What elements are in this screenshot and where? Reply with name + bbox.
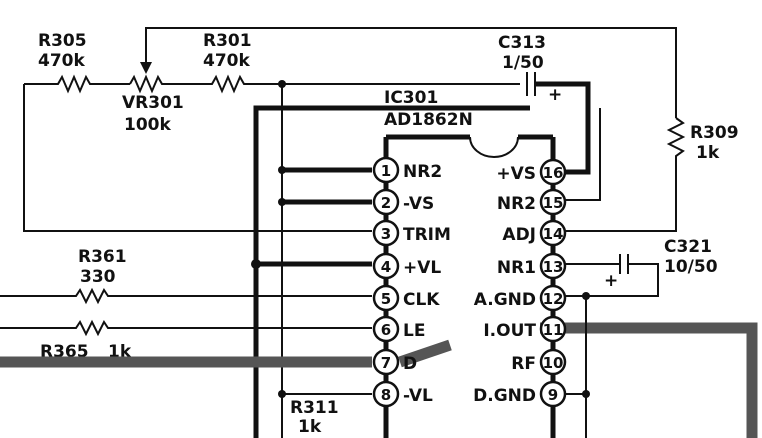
pin-number: 16	[543, 164, 564, 182]
r365-resistor	[0, 319, 372, 337]
r309-resistor	[553, 117, 686, 232]
pin-circle	[539, 284, 567, 312]
pin-circle	[372, 219, 400, 247]
wiper-arrow-icon	[140, 62, 152, 74]
r305-value: 470k	[38, 51, 85, 71]
right-pins: 16 +VS 15 NR2 14 ADJ 13 NR1 12 A.GND 11 …	[473, 158, 567, 408]
c313-ref: C313	[498, 33, 546, 53]
pin-circle	[539, 380, 567, 408]
ic-ref: IC301	[384, 88, 438, 108]
c313-value: 1/50	[502, 53, 544, 73]
junction-dgnd	[582, 390, 590, 398]
c313-capacitor	[526, 72, 536, 96]
wiper-wire	[145, 27, 677, 118]
pin-number: 11	[543, 321, 564, 339]
r361-resistor	[0, 287, 372, 305]
r309-ref: R309	[690, 123, 739, 143]
c313-to-pin16-wire	[535, 81, 591, 175]
c321-to-agnd-wire	[553, 263, 659, 297]
pin-label: TRIM	[403, 225, 451, 245]
pin-number: 2	[381, 194, 391, 212]
r361-ref: R361	[78, 247, 127, 267]
pin-number: 3	[381, 225, 391, 243]
c321-value: 10/50	[664, 257, 718, 277]
ic-part: AD1862N	[384, 110, 473, 130]
pin-number: 12	[543, 290, 564, 308]
pin-number: 4	[381, 258, 391, 276]
pin-label: RF	[511, 354, 536, 374]
pin-label: NR1	[497, 258, 536, 278]
c313-polarity: +	[548, 85, 562, 105]
pin-label: LE	[403, 321, 425, 341]
pin-circle	[372, 348, 400, 376]
pin-number: 10	[543, 354, 564, 372]
pin-circle	[539, 188, 567, 216]
r301-ref: R301	[203, 31, 252, 51]
pin-number: 9	[548, 386, 558, 404]
r361-value: 330	[80, 267, 116, 287]
pin-label: +VS	[496, 164, 536, 184]
junction-agnd	[582, 292, 590, 300]
pin-circle	[372, 380, 400, 408]
left-pins: 1 NR2 2 -VS 3 TRIM 4 +VL 5 CLK 6 LE 7 D …	[372, 156, 451, 408]
pin-label: A.GND	[474, 290, 536, 310]
pin-label: ADJ	[502, 225, 536, 245]
pin15-wire	[553, 108, 601, 201]
pin-circle	[372, 284, 400, 312]
c321-polarity: +	[604, 271, 618, 291]
pin-number: 5	[381, 290, 391, 308]
pin-circle	[372, 252, 400, 280]
highlighted-trace-d	[398, 339, 452, 368]
pin-label: D	[403, 354, 417, 374]
r301-value: 470k	[203, 51, 250, 71]
pin-circle	[539, 158, 567, 186]
pin-circle	[539, 348, 567, 376]
r309-value: 1k	[696, 143, 720, 163]
pin-circle	[372, 188, 400, 216]
vr301-value: 100k	[124, 115, 171, 135]
pin-label: -VL	[403, 386, 433, 406]
r311-ref: R311	[290, 398, 339, 418]
pin-number: 15	[543, 194, 564, 212]
pin-number: 13	[543, 258, 564, 276]
r301-resistor	[200, 74, 520, 94]
r305-resistor	[24, 74, 130, 94]
pin-number: 6	[381, 321, 391, 339]
pin-circle	[539, 252, 567, 280]
r311-value: 1k	[298, 417, 322, 437]
vr301-ref: VR301	[122, 93, 184, 113]
r305-ref: R305	[38, 31, 87, 51]
pin-circle	[539, 315, 567, 343]
junction-pin8	[278, 390, 286, 398]
pin-number: 7	[381, 354, 391, 372]
pin-number: 8	[381, 386, 391, 404]
pin-label: -VS	[403, 194, 434, 214]
pin-circle	[372, 315, 400, 343]
pin-circle	[372, 156, 400, 184]
pin-label: NR2	[403, 162, 442, 182]
highlighted-trace-iout	[540, 322, 758, 438]
pin-circle	[539, 219, 567, 247]
pin-label: CLK	[403, 290, 440, 310]
pin-label: +VL	[403, 258, 441, 278]
pin-label: I.OUT	[483, 321, 536, 341]
junction-pin2	[278, 198, 286, 206]
c321-capacitor	[619, 254, 629, 274]
pin-label: NR2	[497, 194, 536, 214]
pin-number: 1	[381, 162, 391, 180]
junction-282-top	[278, 80, 286, 88]
bus-junction	[251, 259, 261, 269]
c321-ref: C321	[664, 237, 712, 257]
junction-pin1	[278, 166, 286, 174]
vr301-potentiometer	[129, 74, 200, 94]
pin-label: D.GND	[473, 386, 536, 406]
pin-number: 14	[543, 225, 564, 243]
